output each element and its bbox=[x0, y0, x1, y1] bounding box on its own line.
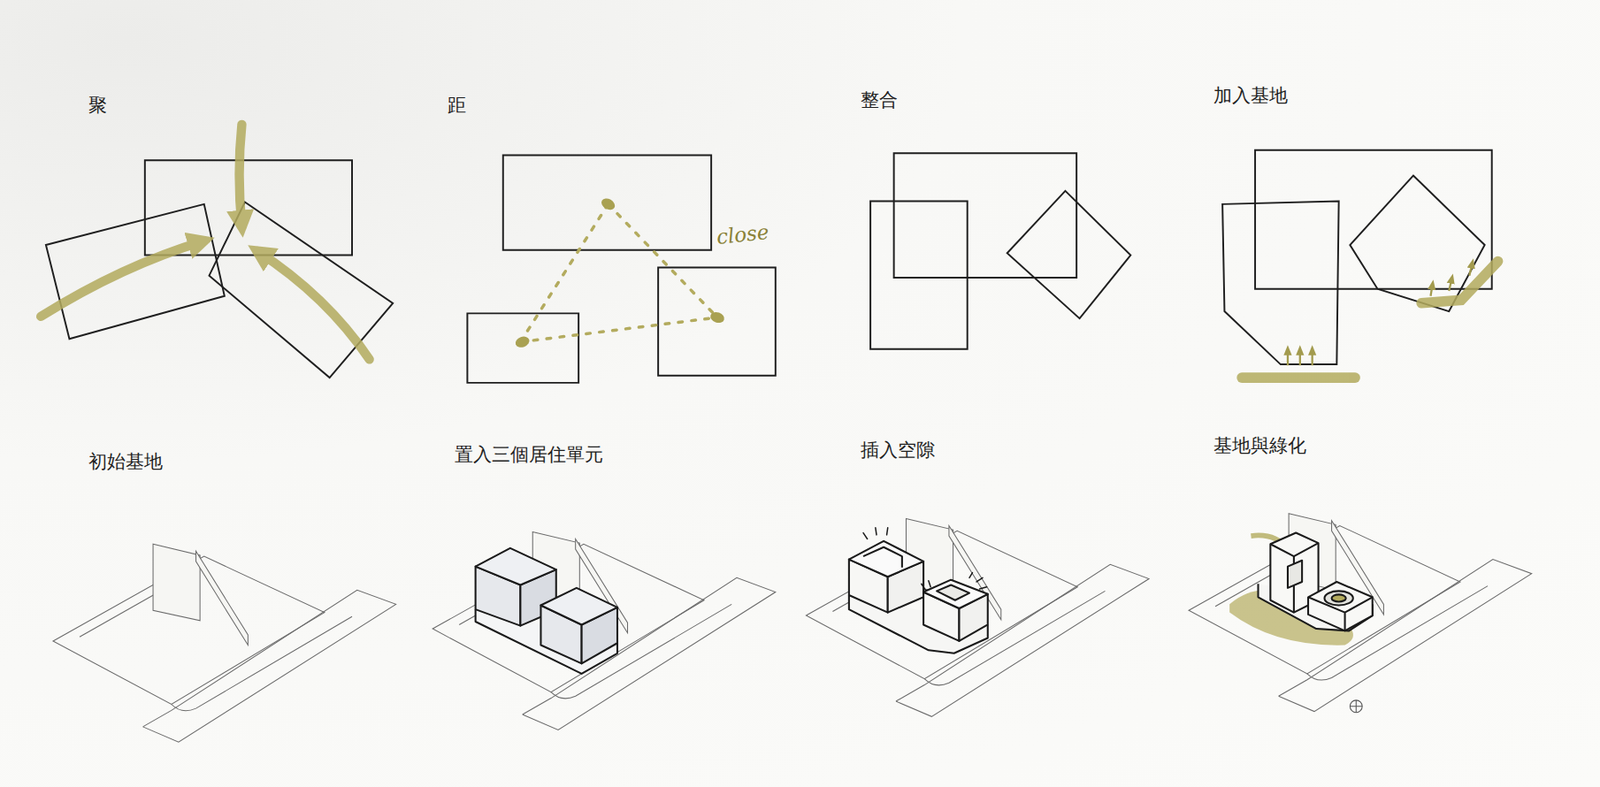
integrate-sketch bbox=[870, 153, 1131, 350]
panel-title: 加入基地 bbox=[1213, 84, 1288, 108]
handwritten-note: close bbox=[715, 220, 771, 251]
panel-title: 距 bbox=[447, 94, 467, 117]
panel-title: 插入空隙 bbox=[860, 439, 935, 462]
insert-voids bbox=[805, 518, 1149, 717]
distance-sketch bbox=[466, 154, 775, 383]
add-site-sketch bbox=[1222, 150, 1498, 378]
panel-title: 基地與綠化 bbox=[1213, 435, 1307, 458]
initial-site bbox=[53, 543, 397, 743]
site-and-greening bbox=[1188, 513, 1532, 713]
panel-title: 置入三個居住單元 bbox=[454, 444, 604, 467]
three-units bbox=[432, 531, 776, 730]
north-symbol bbox=[1349, 700, 1363, 713]
panel-title: 初始基地 bbox=[88, 451, 163, 474]
panel-title: 整合 bbox=[860, 89, 898, 112]
gather-sketch bbox=[40, 124, 393, 378]
panel-title: 聚 bbox=[88, 94, 108, 117]
